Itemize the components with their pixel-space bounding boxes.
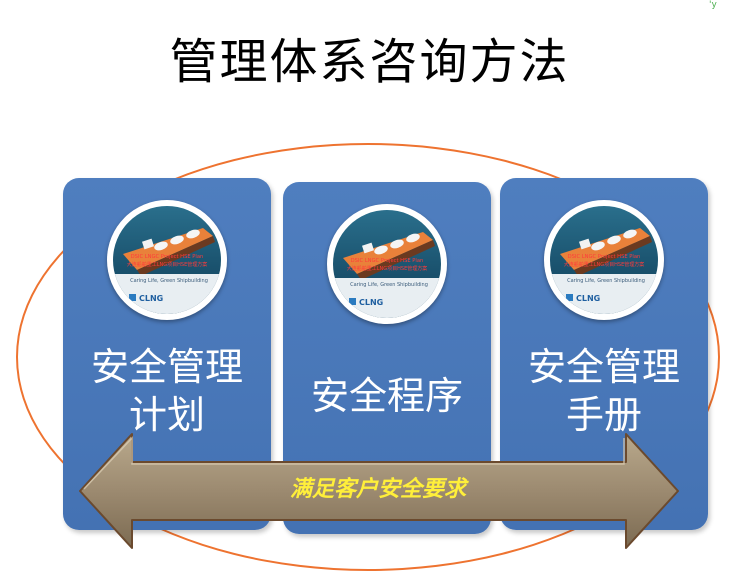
ship-photo-icon: DSIC LNGC Project HSE Plan 大连船舶重工LNG项目HS… <box>333 210 441 318</box>
ship-photo-badge: DSIC LNGC Project HSE Plan 大连船舶重工LNG项目HS… <box>544 200 664 320</box>
double-arrow <box>79 433 679 549</box>
photo-caption-line1: DSIC LNGC Project HSE Plan <box>131 254 204 260</box>
photo-caption-line1: DSIC LNGC Project HSE Plan <box>351 258 424 264</box>
panel-label-line2: 手册 <box>565 393 642 437</box>
photo-caption-line3: Caring Life, Green Shipbuilding <box>350 282 428 288</box>
panel-label: 安全管理 计划 <box>63 343 271 439</box>
ship-photo-icon: DSIC LNGC Project HSE Plan 大连船舶重工LNG项目HS… <box>550 206 658 314</box>
cycle-ellipse <box>16 143 720 571</box>
panel-label-line1: 安全程序 <box>310 374 463 418</box>
photo-brand: CLNG <box>576 294 600 303</box>
photo-caption-line3: Caring Life, Green Shipbuilding <box>130 278 208 284</box>
ship-photo-icon: DSIC LNGC Project HSE Plan 大连船舶重工LNG项目HS… <box>113 206 221 314</box>
panel-label: 安全程序 <box>283 372 491 420</box>
page-title: 管理体系咨询方法 <box>169 34 570 90</box>
panel-label-line1: 安全管理 <box>90 345 243 389</box>
arrow-label: 满足客户安全要求 <box>289 477 466 502</box>
photo-brand: CLNG <box>359 298 383 307</box>
ship-photo-badge: DSIC LNGC Project HSE Plan 大连船舶重工LNG项目HS… <box>107 200 227 320</box>
photo-caption-line2: 大连船舶重工LNG项目HSE管理方案 <box>127 261 208 268</box>
panel-label-line2: 计划 <box>128 393 205 437</box>
photo-caption-line2: 大连船舶重工LNG项目HSE管理方案 <box>564 261 645 268</box>
photo-caption-line3: Caring Life, Green Shipbuilding <box>567 278 645 284</box>
photo-brand: CLNG <box>139 294 163 303</box>
corner-mark: ꞌy <box>709 0 717 10</box>
photo-caption-line1: DSIC LNGC Project HSE Plan <box>568 254 641 260</box>
panel-label-line1: 安全管理 <box>527 345 680 389</box>
photo-caption-line2: 大连船舶重工LNG项目HSE管理方案 <box>347 265 428 272</box>
panel-label: 安全管理 手册 <box>500 343 708 439</box>
ship-photo-badge: DSIC LNGC Project HSE Plan 大连船舶重工LNG项目HS… <box>327 204 447 324</box>
